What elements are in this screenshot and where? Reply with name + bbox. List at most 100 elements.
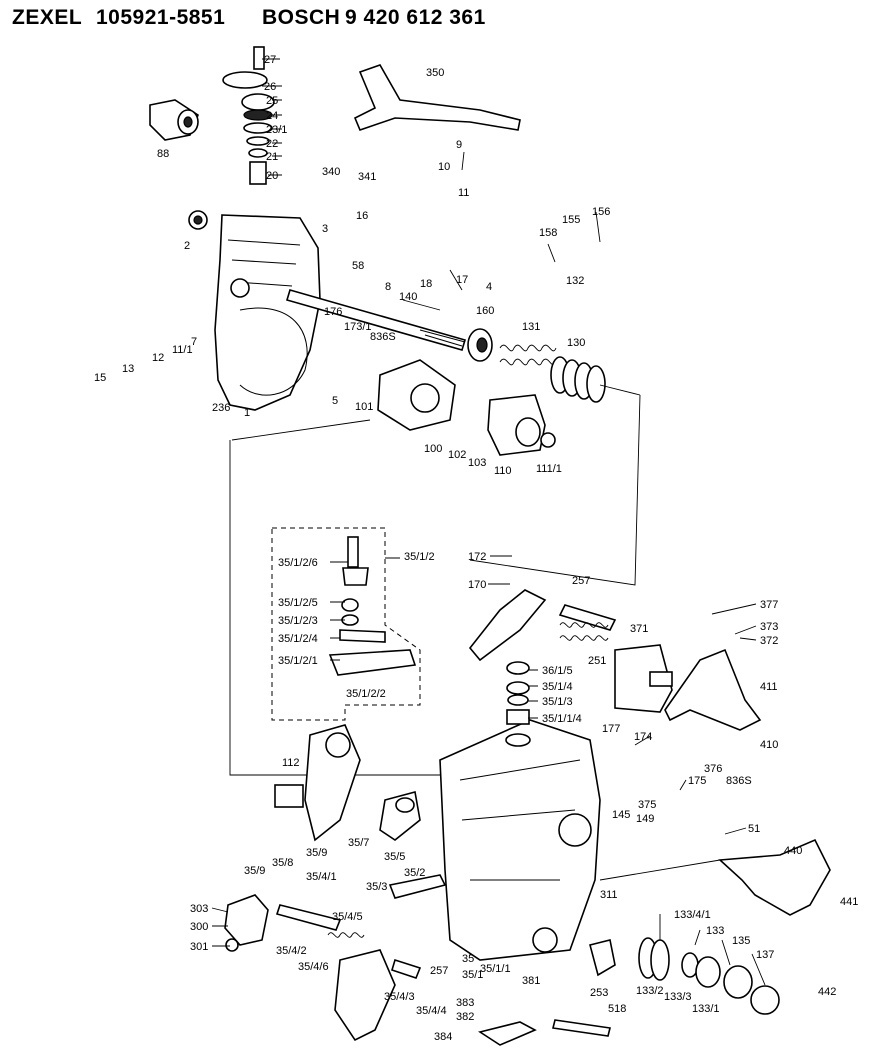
spring-130-drawing — [550, 356, 606, 403]
flyweight-101-drawing — [377, 359, 456, 431]
callout-label: 18 — [420, 278, 432, 290]
bracket-371-drawing — [614, 644, 673, 713]
callout-label: 100 — [424, 443, 442, 455]
callout-label: 350 — [426, 67, 444, 79]
callout-label: 384 — [434, 1031, 452, 1043]
callout-label: 440 — [784, 845, 802, 857]
callout-label: 35/4/5 — [332, 911, 363, 923]
callout-label: 173/1 — [344, 321, 372, 333]
collar-160-drawing — [467, 328, 493, 362]
callout-label: 2 — [184, 240, 190, 252]
shaft-140-drawing — [286, 289, 466, 351]
callout-label: 16 — [356, 210, 368, 222]
callout-label: 383 — [456, 997, 474, 1009]
callout-label: 133/4/1 — [674, 909, 711, 921]
callout-labels: 27 26 25 24 23/1 22 21 20 350 88 9 10 11… — [94, 54, 858, 1043]
cap-stack-drawing — [222, 46, 275, 185]
callout-label: 23/1 — [266, 124, 287, 136]
pins-257-drawing — [558, 604, 617, 641]
callout-label: 35/1/3 — [542, 696, 573, 708]
callout-label: 11 — [458, 187, 469, 199]
callout-label: 135 — [732, 935, 750, 947]
callout-label: 300 — [190, 921, 208, 933]
callout-label: 88 — [157, 148, 169, 160]
callout-label: 172 — [468, 551, 486, 563]
callout-label: 25 — [266, 95, 278, 107]
leader-lines — [211, 58, 766, 986]
callout-label: 5 — [332, 395, 338, 407]
callout-label: 35/1/2/4 — [278, 633, 318, 645]
header-part-number-1: 105921-5851 — [96, 6, 226, 29]
callout-label: 35/4/6 — [298, 961, 329, 973]
bracket-440-drawing — [718, 838, 831, 916]
callout-label: 410 — [760, 739, 778, 751]
callout-label: 26 — [264, 81, 276, 93]
spring-131-drawing — [499, 344, 557, 366]
callout-label: 35/7 — [348, 837, 369, 849]
callout-label: 10 — [438, 161, 450, 173]
callout-label: 15 — [94, 372, 106, 384]
callout-label: 377 — [760, 599, 778, 611]
callout-label: 373 — [760, 621, 778, 633]
callout-label: 518 — [608, 1003, 626, 1015]
callout-label: 303 — [190, 903, 208, 915]
callout-label: 35/5 — [384, 851, 405, 863]
callout-label: 7 — [191, 336, 197, 348]
callout-label: 301 — [190, 941, 208, 953]
callout-label: 3 — [322, 223, 328, 235]
callout-label: 176 — [324, 306, 342, 318]
callout-label: 35/4/4 — [416, 1005, 447, 1017]
callout-label: 35/1 — [462, 969, 483, 981]
bracket-410-drawing — [664, 648, 762, 731]
callout-label: 170 — [468, 579, 486, 591]
callout-label: 58 — [352, 260, 364, 272]
callout-label: 4 — [486, 281, 492, 293]
callout-label: 35/9 — [306, 847, 327, 859]
callout-label: 35/1/2/6 — [278, 557, 318, 569]
callout-label: 132 — [566, 275, 584, 287]
callout-label: 174 — [634, 731, 652, 743]
sleeve-88-drawing — [149, 99, 199, 141]
callout-label: 340 — [322, 166, 340, 178]
callout-label: 35 — [462, 953, 474, 965]
callout-label: 442 — [818, 986, 836, 998]
callout-label: 20 — [266, 170, 278, 182]
callout-label: 102 — [448, 449, 466, 461]
bottom-left-parts-drawing — [224, 874, 447, 1042]
lever-350-drawing — [353, 64, 521, 131]
callout-label: 156 — [592, 206, 610, 218]
callout-label: 257 — [430, 965, 448, 977]
callout-label: 130 — [567, 337, 585, 349]
callout-label: 51 — [748, 823, 760, 835]
callout-label: 376 — [704, 763, 722, 775]
callout-label: 35/1/2/2 — [346, 688, 386, 700]
callout-label: 375 — [638, 799, 656, 811]
callout-label: 257 — [572, 575, 590, 587]
callout-label: 311 — [600, 889, 618, 901]
callout-label: 13 — [122, 363, 134, 375]
callout-label: 35/4/3 — [384, 991, 415, 1003]
callout-label: 836S — [370, 331, 396, 343]
lever-170-drawing — [468, 589, 547, 662]
callout-label: 131 — [522, 321, 540, 333]
callout-label: 35/1/1/4 — [542, 713, 582, 725]
callout-label: 133/1 — [692, 1003, 720, 1015]
callout-label: 1 — [244, 407, 250, 419]
callout-label: 177 — [602, 723, 620, 735]
callout-label: 35/9 — [244, 865, 265, 877]
callout-label: 35/2 — [404, 867, 425, 879]
callout-label: 836S — [726, 775, 752, 787]
callout-label: 22 — [266, 138, 278, 150]
callout-label: 35/1/2 — [404, 551, 435, 563]
callout-label: 111/1 — [536, 463, 562, 475]
callout-label: 251 — [588, 655, 606, 667]
callout-label: 35/8 — [272, 857, 293, 869]
callout-label: 112 — [282, 757, 300, 769]
callout-label: 441 — [840, 896, 858, 908]
callout-label: 35/1/2/1 — [278, 655, 318, 667]
callout-label: 133 — [706, 925, 724, 937]
header-part-number-2: 9 420 612 361 — [345, 6, 486, 29]
callout-label: 9 — [456, 139, 462, 151]
housing-110-drawing — [487, 394, 556, 456]
callout-label: 103 — [468, 457, 486, 469]
